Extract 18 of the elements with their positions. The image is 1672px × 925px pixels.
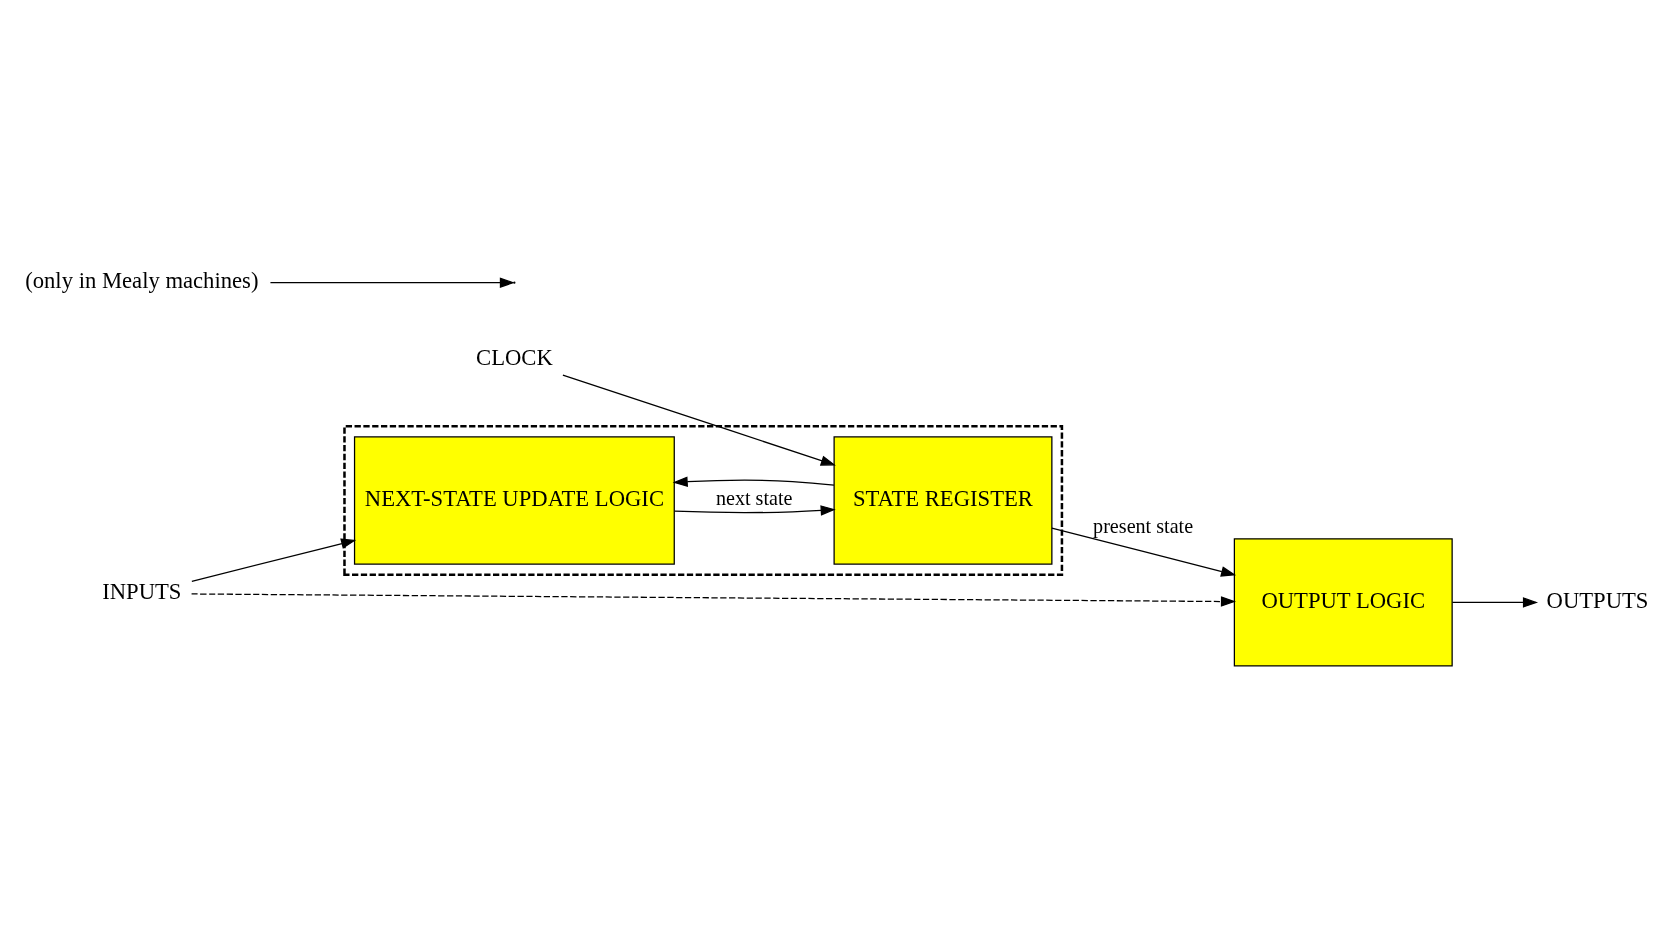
node-text: OUTPUTS <box>1546 587 1649 613</box>
cluster <box>343 424 1064 576</box>
arrow <box>673 504 836 516</box>
arrow <box>562 373 836 466</box>
arrow <box>1451 596 1539 608</box>
edge-label: next state <box>715 486 793 509</box>
arrow <box>672 475 835 487</box>
node-text: CLOCK <box>476 344 553 370</box>
node-text: INPUTS <box>102 578 182 604</box>
arrow <box>1051 526 1237 577</box>
edge-label: present state <box>1093 514 1194 537</box>
node-box: NEXT-STATE UPDATE LOGIC <box>353 435 675 565</box>
arrow <box>269 276 515 288</box>
arrow <box>191 538 357 582</box>
arrow <box>190 592 1236 607</box>
node-text: (only in Mealy machines) <box>25 267 259 293</box>
node-box: OUTPUT LOGIC <box>1233 537 1453 667</box>
node-box: STATE REGISTER <box>833 435 1053 565</box>
